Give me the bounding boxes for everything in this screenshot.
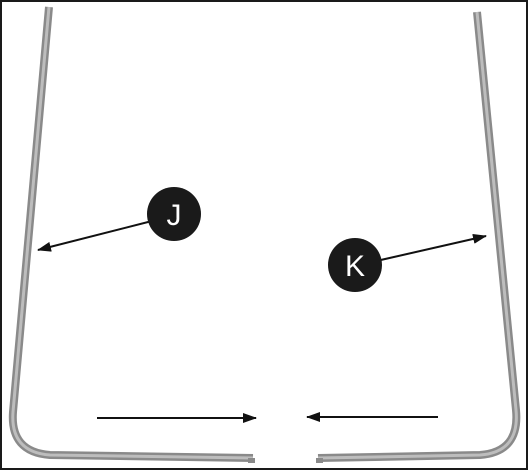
callout-j: J [37,187,201,252]
callout-k-badge [328,238,382,292]
callout-j-arrow [37,220,153,252]
callout-j-badge [147,187,201,241]
callout-k-arrow [371,234,487,263]
callout-k-label: K [345,250,365,283]
part-right-half [316,11,521,463]
callout-j-label: J [167,199,182,232]
part-left-half [8,6,255,463]
callout-k: K [328,234,487,292]
